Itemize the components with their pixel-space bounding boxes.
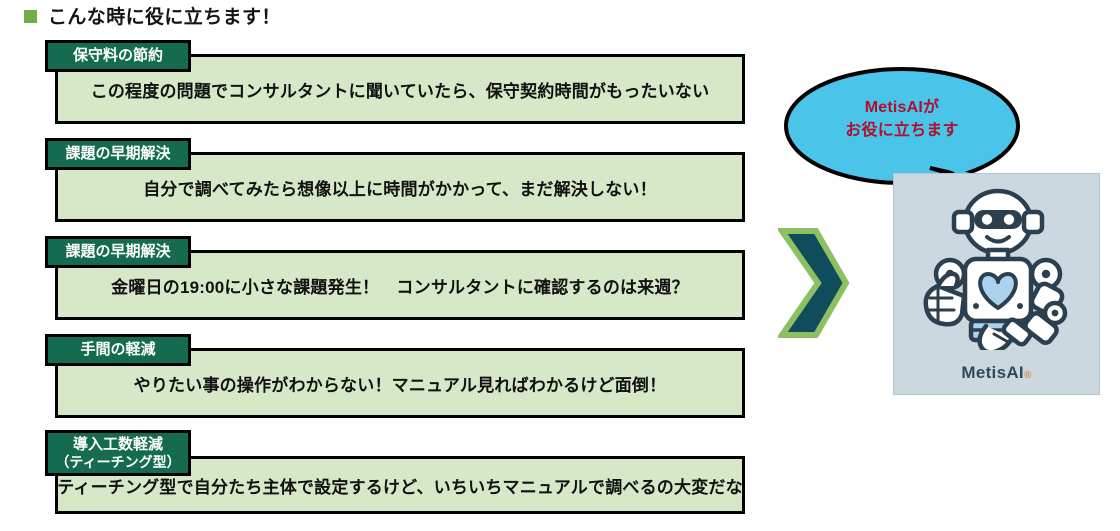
page-title-text: こんな時に役に立ちます！: [48, 7, 281, 28]
list-item-body: この程度の問題でコンサルタントに聞いていたら、保守契約時間がもったいない: [55, 54, 745, 124]
page-title: こんな時に役に立ちます！: [24, 2, 281, 29]
list-item-tab: 導入工数軽減 （ティーチング型）: [45, 430, 191, 476]
list-item-tab-subtext: （ティーチング型）: [55, 453, 181, 470]
list-item-tab: 保守料の節約: [45, 40, 191, 72]
list-item-tab-text: 手間の軽減: [80, 341, 156, 359]
list-item-body-text: ティーチング型で自分たち主体で設定するけど、いちいちマニュアルで調べるの大変だな: [57, 477, 743, 497]
list-item-tab: 課題の早期解決: [45, 236, 191, 268]
list-item-body-text: 自分で調べてみたら想像以上に時間がかかって、まだ解決しない！: [143, 179, 657, 199]
list-item-tab-text: 保守料の節約: [72, 47, 163, 65]
list-item-tab: 課題の早期解決: [45, 138, 191, 170]
list-item-tab-text: 導入工数軽減: [72, 435, 163, 453]
list-item-body-text: 金曜日の19:00に小さな課題発生！ コンサルタントに確認するのは来週？: [111, 277, 689, 297]
robot-icon: [908, 182, 1088, 355]
list-item-body: やりたい事の操作がわからない！マニュアル見ればわかるけど面倒！: [55, 348, 745, 418]
right-chevron-arrow-icon: [776, 227, 850, 339]
metisai-robot-card: MetisAI®: [893, 173, 1100, 395]
registered-mark-icon: ®: [1023, 370, 1032, 381]
bullet-square-icon: [24, 10, 37, 23]
list-item-tab-text: 課題の早期解決: [65, 145, 171, 163]
metisai-logo-main: MetisAI: [961, 363, 1024, 382]
list-item-tab-text: 課題の早期解決: [65, 243, 171, 261]
list-item-body-text: やりたい事の操作がわからない！マニュアル見ればわかるけど面倒！: [133, 375, 667, 395]
metisai-logo-text: MetisAI®: [894, 363, 1099, 383]
list-item-body-text: この程度の問題でコンサルタントに聞いていたら、保守契約時間がもったいない: [90, 81, 710, 101]
list-item-tab: 手間の軽減: [45, 334, 191, 366]
